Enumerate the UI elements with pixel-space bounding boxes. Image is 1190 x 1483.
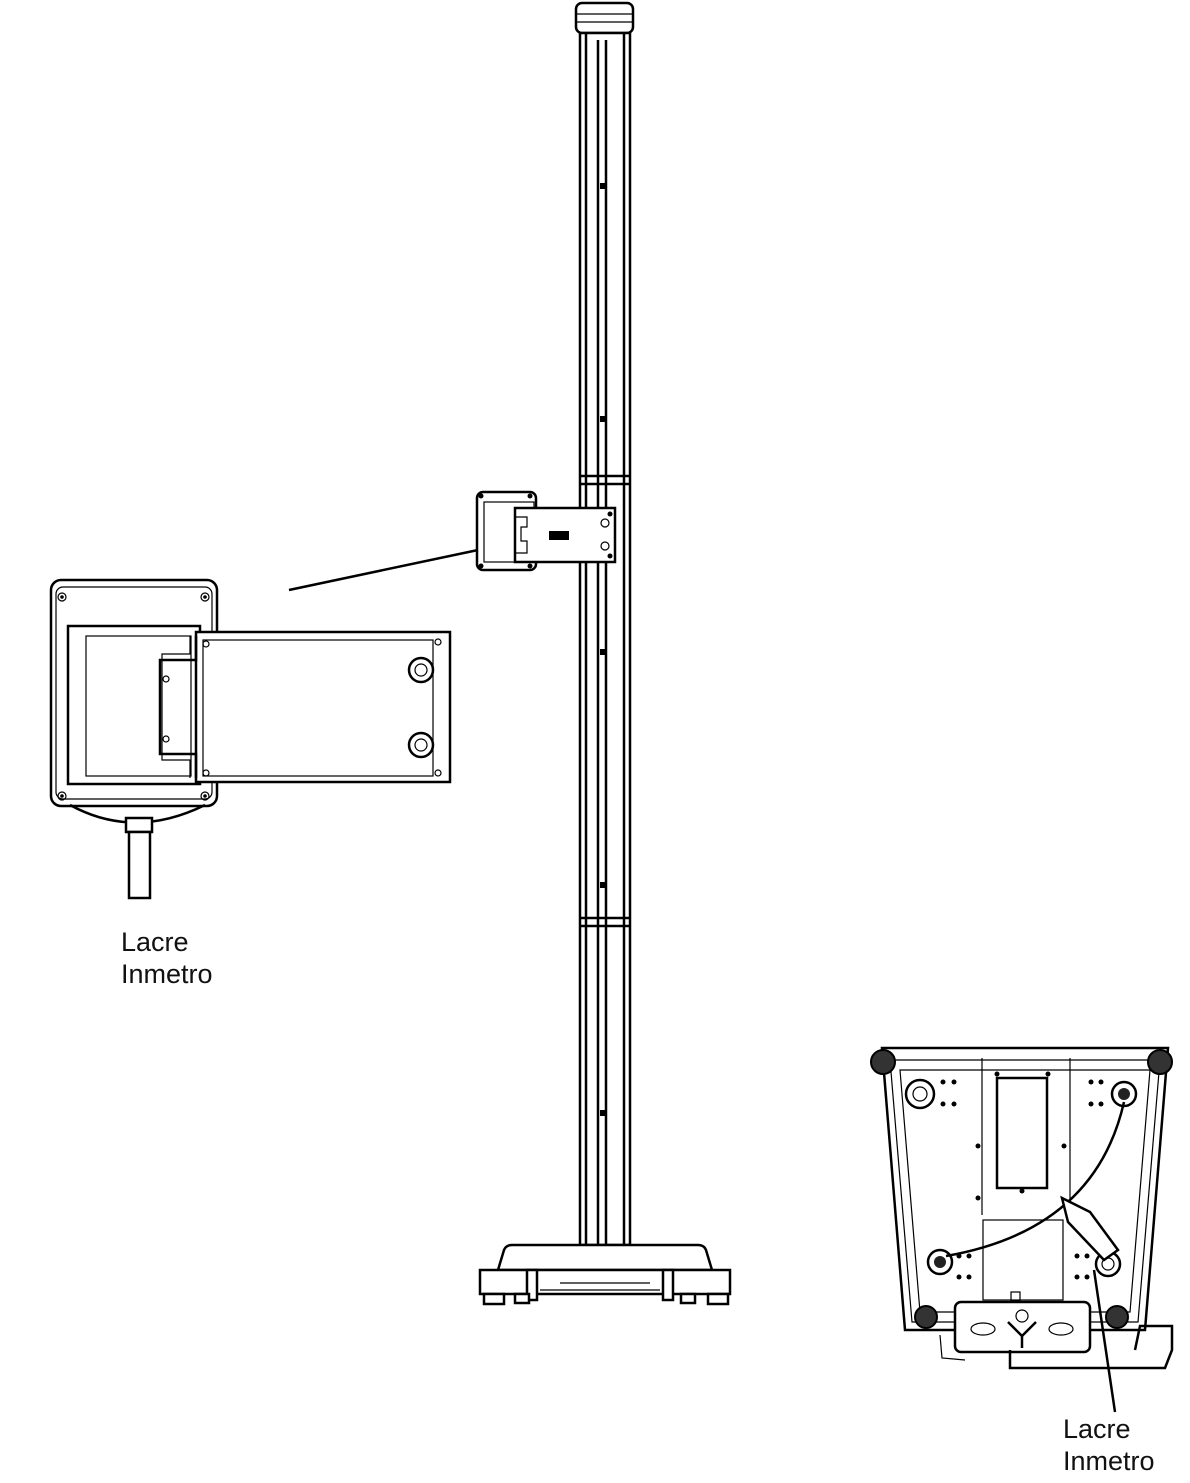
label-line-inmetro: Inmetro — [1063, 1446, 1155, 1476]
seal-label-right: Lacre Inmetro — [1063, 1413, 1155, 1477]
seal-tag — [1060, 1195, 1120, 1262]
column-assembly — [574, 1, 635, 1247]
seal-label-left: Lacre Inmetro — [121, 926, 213, 990]
base-underside-detail — [870, 1046, 1174, 1413]
column-head-unit — [475, 490, 617, 572]
label-leader-line — [1092, 1269, 1117, 1413]
indicator-bracket-detail — [49, 578, 452, 900]
column-base — [478, 1243, 732, 1306]
mounting-bolt-icon — [407, 731, 435, 759]
mounting-plate — [194, 630, 452, 784]
detail-leader-line — [288, 548, 479, 592]
label-line-lacre: Lacre — [121, 927, 189, 957]
seal-tag — [127, 830, 152, 900]
column-top-cap — [574, 1, 635, 35]
label-line-inmetro: Inmetro — [121, 959, 213, 989]
indicator-housing — [49, 578, 219, 808]
label-line-lacre: Lacre — [1063, 1414, 1131, 1444]
mounting-bolt-icon — [407, 656, 435, 684]
